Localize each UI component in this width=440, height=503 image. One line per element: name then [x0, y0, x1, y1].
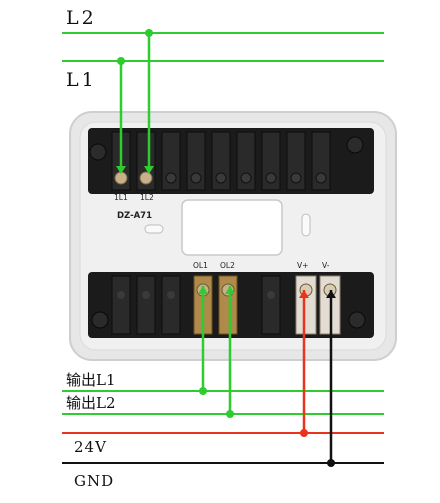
junction-l1: [117, 57, 125, 65]
junction-out-l1: [199, 387, 207, 395]
terminal-label-1l2: 1L2: [140, 193, 154, 202]
terminal-label-vplus: V+: [297, 261, 308, 270]
mount-screw-top-right: [346, 136, 364, 154]
terminal-label-ol2: OL2: [220, 261, 235, 270]
terminal-label-vminus: V-: [322, 261, 330, 270]
junction-l2: [145, 29, 153, 37]
terminal-label-ol1: OL1: [193, 261, 208, 270]
mount-slot-left: [144, 224, 164, 234]
top-screws: [114, 171, 327, 185]
junction-gnd: [327, 459, 335, 467]
terminal-label-1l1: 1L1: [114, 193, 128, 202]
label-24v: 24V: [74, 438, 107, 456]
label-output-l1: 输出L1: [66, 371, 116, 389]
label-l1: L1: [66, 69, 97, 91]
junction-24v: [300, 429, 308, 437]
mount-screw-top-left: [89, 143, 107, 161]
center-window: [181, 199, 283, 256]
junction-out-l2: [226, 410, 234, 418]
label-gnd: GND: [74, 472, 114, 490]
top-terminal-block: [88, 128, 374, 194]
mount-screw-bottom-left: [91, 311, 109, 329]
mount-screw-bottom-right: [348, 311, 366, 329]
label-output-l2: 输出L2: [66, 394, 116, 412]
device-model-label: DZ-A71: [117, 211, 152, 221]
mount-slot-right: [301, 213, 311, 237]
label-l2: L2: [66, 7, 97, 29]
